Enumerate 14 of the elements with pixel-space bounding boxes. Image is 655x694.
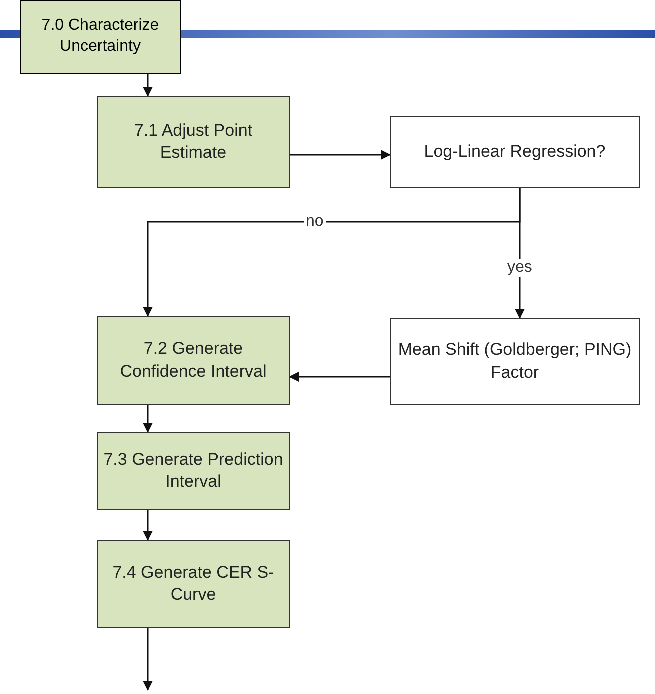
- process-box: 7.1 Adjust Point Estimate: [97, 96, 290, 188]
- process-box: 7.0 Characterize Uncertainty: [20, 0, 181, 74]
- arrow: [143, 74, 153, 97]
- arrow: [143, 510, 153, 541]
- process-box: 7.4 Generate CER S-Curve: [97, 540, 290, 628]
- decision-box: Log-Linear Regression?: [390, 116, 640, 188]
- decision-box: Mean Shift (Goldberger; PING) Factor: [390, 318, 640, 405]
- edge-label: yes: [506, 259, 534, 277]
- arrow: [143, 405, 153, 433]
- arrow: [290, 150, 391, 160]
- arrow: [143, 628, 153, 691]
- process-box: 7.3 Generate Prediction Interval: [97, 432, 290, 510]
- process-box: 7.2 Generate Confidence Interval: [97, 316, 290, 405]
- arrow: [289, 372, 390, 382]
